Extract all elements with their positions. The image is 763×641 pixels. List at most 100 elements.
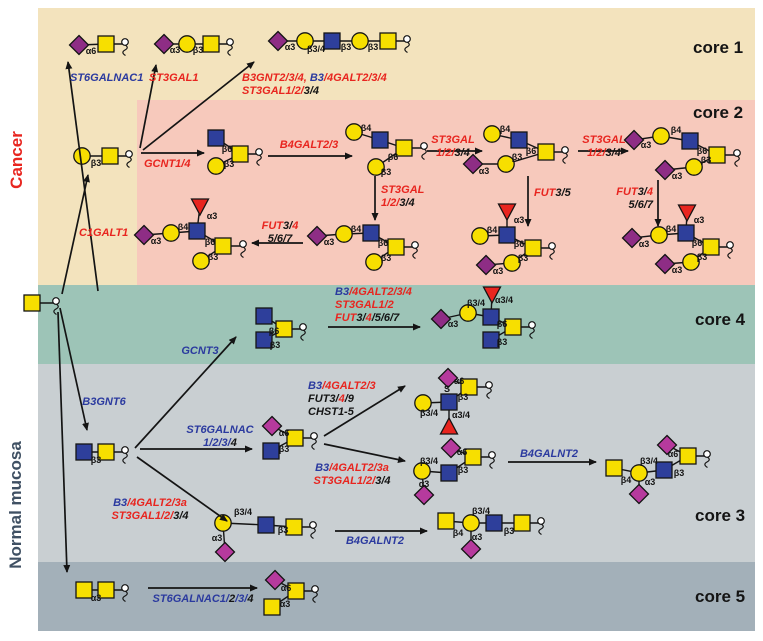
glcnac-square [681, 132, 699, 150]
core2-label: core 2 [693, 103, 744, 122]
glycan-structure-9 [623, 127, 741, 181]
pathway-arrow [323, 385, 406, 437]
galnac-square [263, 598, 281, 616]
galnac-square [708, 146, 726, 164]
pathway-arrow [136, 456, 228, 522]
normal-mucosa-label: Normal mucosa [6, 441, 25, 569]
ser-thr-linker-icon [420, 142, 428, 150]
ser-thr-linker-icon [309, 521, 317, 529]
neu5ac-diamond [462, 153, 484, 175]
galnac-square [285, 518, 303, 536]
fucose-triangle [497, 203, 517, 222]
glcnac-square [485, 514, 503, 532]
glcnac-square [655, 461, 673, 479]
glcnac-square [371, 131, 389, 149]
glcnac-square [362, 224, 380, 242]
sialic-acid-diamond [214, 541, 236, 563]
ser-thr-linker-icon [122, 44, 128, 57]
neu5ac-diamond [654, 253, 676, 275]
neu5ac-diamond [475, 254, 497, 276]
galnac-square [101, 147, 119, 165]
glcnac-square [677, 224, 695, 242]
core4-label: core 4 [695, 310, 746, 329]
glycan-structure-10 [133, 198, 247, 270]
ser-thr-linker-icon [704, 456, 710, 469]
ser-thr-linker-icon [485, 381, 493, 389]
ser-thr-linker-icon [404, 41, 410, 54]
core1-label: core 1 [693, 38, 744, 57]
ser-thr-linker-icon [121, 446, 129, 454]
core1-band-column [38, 100, 137, 285]
glycan-structure-4 [267, 30, 411, 54]
fucose-triangle [439, 416, 459, 435]
galnac-square [702, 238, 720, 256]
ser-thr-linker-icon [122, 452, 128, 465]
glycan-structure-5 [73, 147, 133, 169]
ser-thr-linker-icon [52, 297, 60, 305]
pathway-arrow [139, 64, 159, 149]
glcnac-square [323, 32, 341, 50]
galnac-square [214, 237, 232, 255]
glycan-structure-21 [214, 514, 317, 563]
pathway-arrow [65, 61, 99, 292]
galnac-square [679, 447, 697, 465]
ser-thr-linker-icon [411, 241, 419, 249]
gal-circle [192, 252, 210, 270]
glcnac-square [188, 222, 206, 240]
ser-thr-linker-icon [299, 323, 307, 331]
ser-thr-linker-icon [240, 246, 246, 259]
ser-thr-linker-icon [412, 247, 418, 260]
glcnac-square [498, 226, 516, 244]
galnac-square [97, 443, 115, 461]
gal-circle [650, 226, 668, 244]
gal-circle [413, 462, 431, 480]
fucose-triangle [190, 198, 210, 217]
gal-circle [365, 253, 383, 271]
glycan-structure-7 [345, 123, 428, 176]
ser-thr-linker-icon [537, 517, 545, 525]
core3-label: core 3 [695, 506, 746, 525]
ser-thr-linker-icon [255, 148, 263, 156]
galnac-square [286, 429, 304, 447]
core3-band [38, 364, 755, 562]
neu5ac-diamond [68, 34, 90, 56]
fucose-triangle [482, 286, 502, 305]
glycan-structure-18 [414, 367, 493, 435]
glcnac-square [510, 131, 528, 149]
galnac-square [275, 320, 293, 338]
ser-thr-linker-icon [421, 148, 427, 161]
gal-circle [367, 158, 385, 176]
pathway-arrow [142, 61, 255, 151]
ser-thr-linker-icon [486, 387, 492, 400]
ser-thr-linker-icon [529, 327, 535, 340]
neu5ac-diamond [153, 33, 175, 55]
glycan-structure-3 [153, 33, 234, 57]
gal-circle [471, 227, 489, 245]
cancer-label: Cancer [7, 131, 26, 189]
glcnac-square [440, 393, 458, 411]
glcnac-square [75, 443, 93, 461]
ser-thr-linker-icon [726, 241, 734, 249]
ser-thr-linker-icon [548, 242, 556, 250]
gal-circle [335, 225, 353, 243]
core5-band [38, 562, 755, 631]
galnac-square [395, 139, 413, 157]
pathway-arrow [59, 307, 89, 431]
gal-circle [483, 125, 501, 143]
sialic-acid-diamond [440, 437, 462, 459]
ser-thr-linker-icon [126, 156, 132, 169]
ser-thr-linker-icon [125, 150, 133, 158]
neu5ac-diamond [621, 227, 643, 249]
ser-thr-linker-icon [239, 240, 247, 248]
ser-thr-linker-icon [403, 35, 411, 43]
glcnac-square [440, 464, 458, 482]
sialic-acid-diamond [264, 569, 286, 591]
galnac-square [97, 581, 115, 599]
gal-circle [345, 123, 363, 141]
core5-label: core 5 [695, 587, 746, 606]
galnac-square [387, 238, 405, 256]
ser-thr-linker-icon [53, 303, 59, 316]
ser-thr-linker-icon [121, 38, 129, 46]
ser-thr-linker-icon [561, 146, 569, 154]
